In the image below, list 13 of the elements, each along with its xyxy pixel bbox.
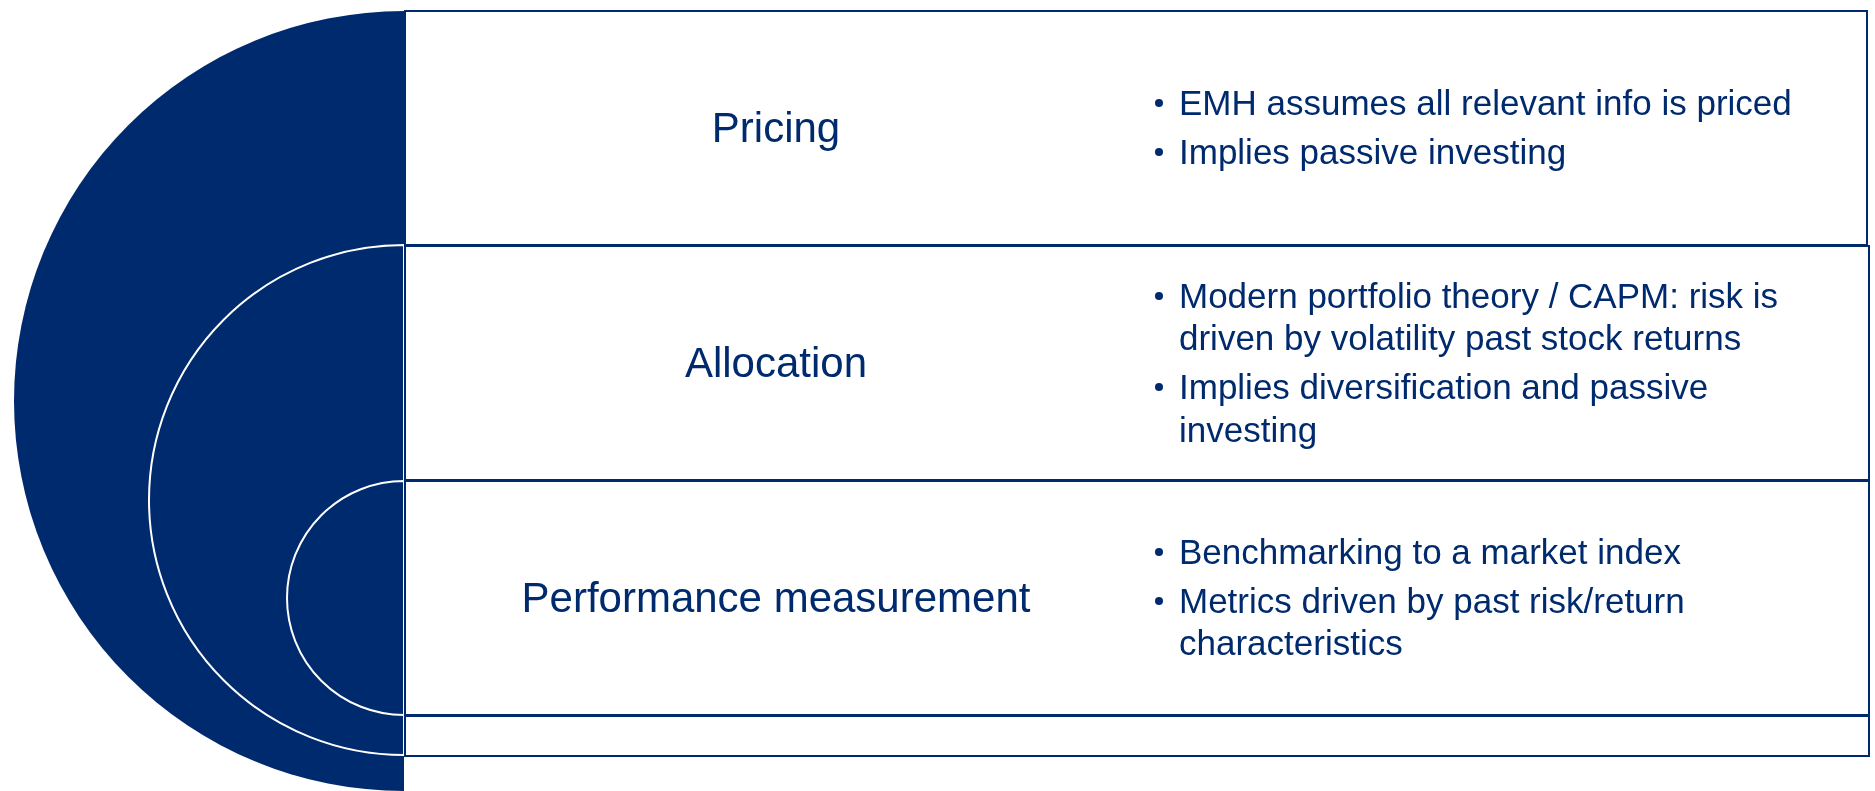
bullet-text: Benchmarking to a market index [1179,531,1681,571]
bullet-text: Modern portfolio theory / CAPM: risk is driven by volatility past stock returns [1179,275,1779,358]
row-heading: Pricing [711,104,841,152]
row-panel [404,10,1868,246]
row-panel [404,480,1870,716]
empty-box [404,715,1870,757]
row-heading: Allocation [684,339,868,387]
bullet-text: EMH assumes all relevant info is priced [1179,83,1792,123]
bullet-text: Implies passive investing [1179,132,1567,171]
row-panel [404,245,1870,481]
bullet-text: Implies diversification and passive investing [1179,367,1709,449]
bullet-text: Metrics driven by past risk/return characteristics [1179,580,1685,663]
row-heading: Performance measurement [521,574,1031,622]
